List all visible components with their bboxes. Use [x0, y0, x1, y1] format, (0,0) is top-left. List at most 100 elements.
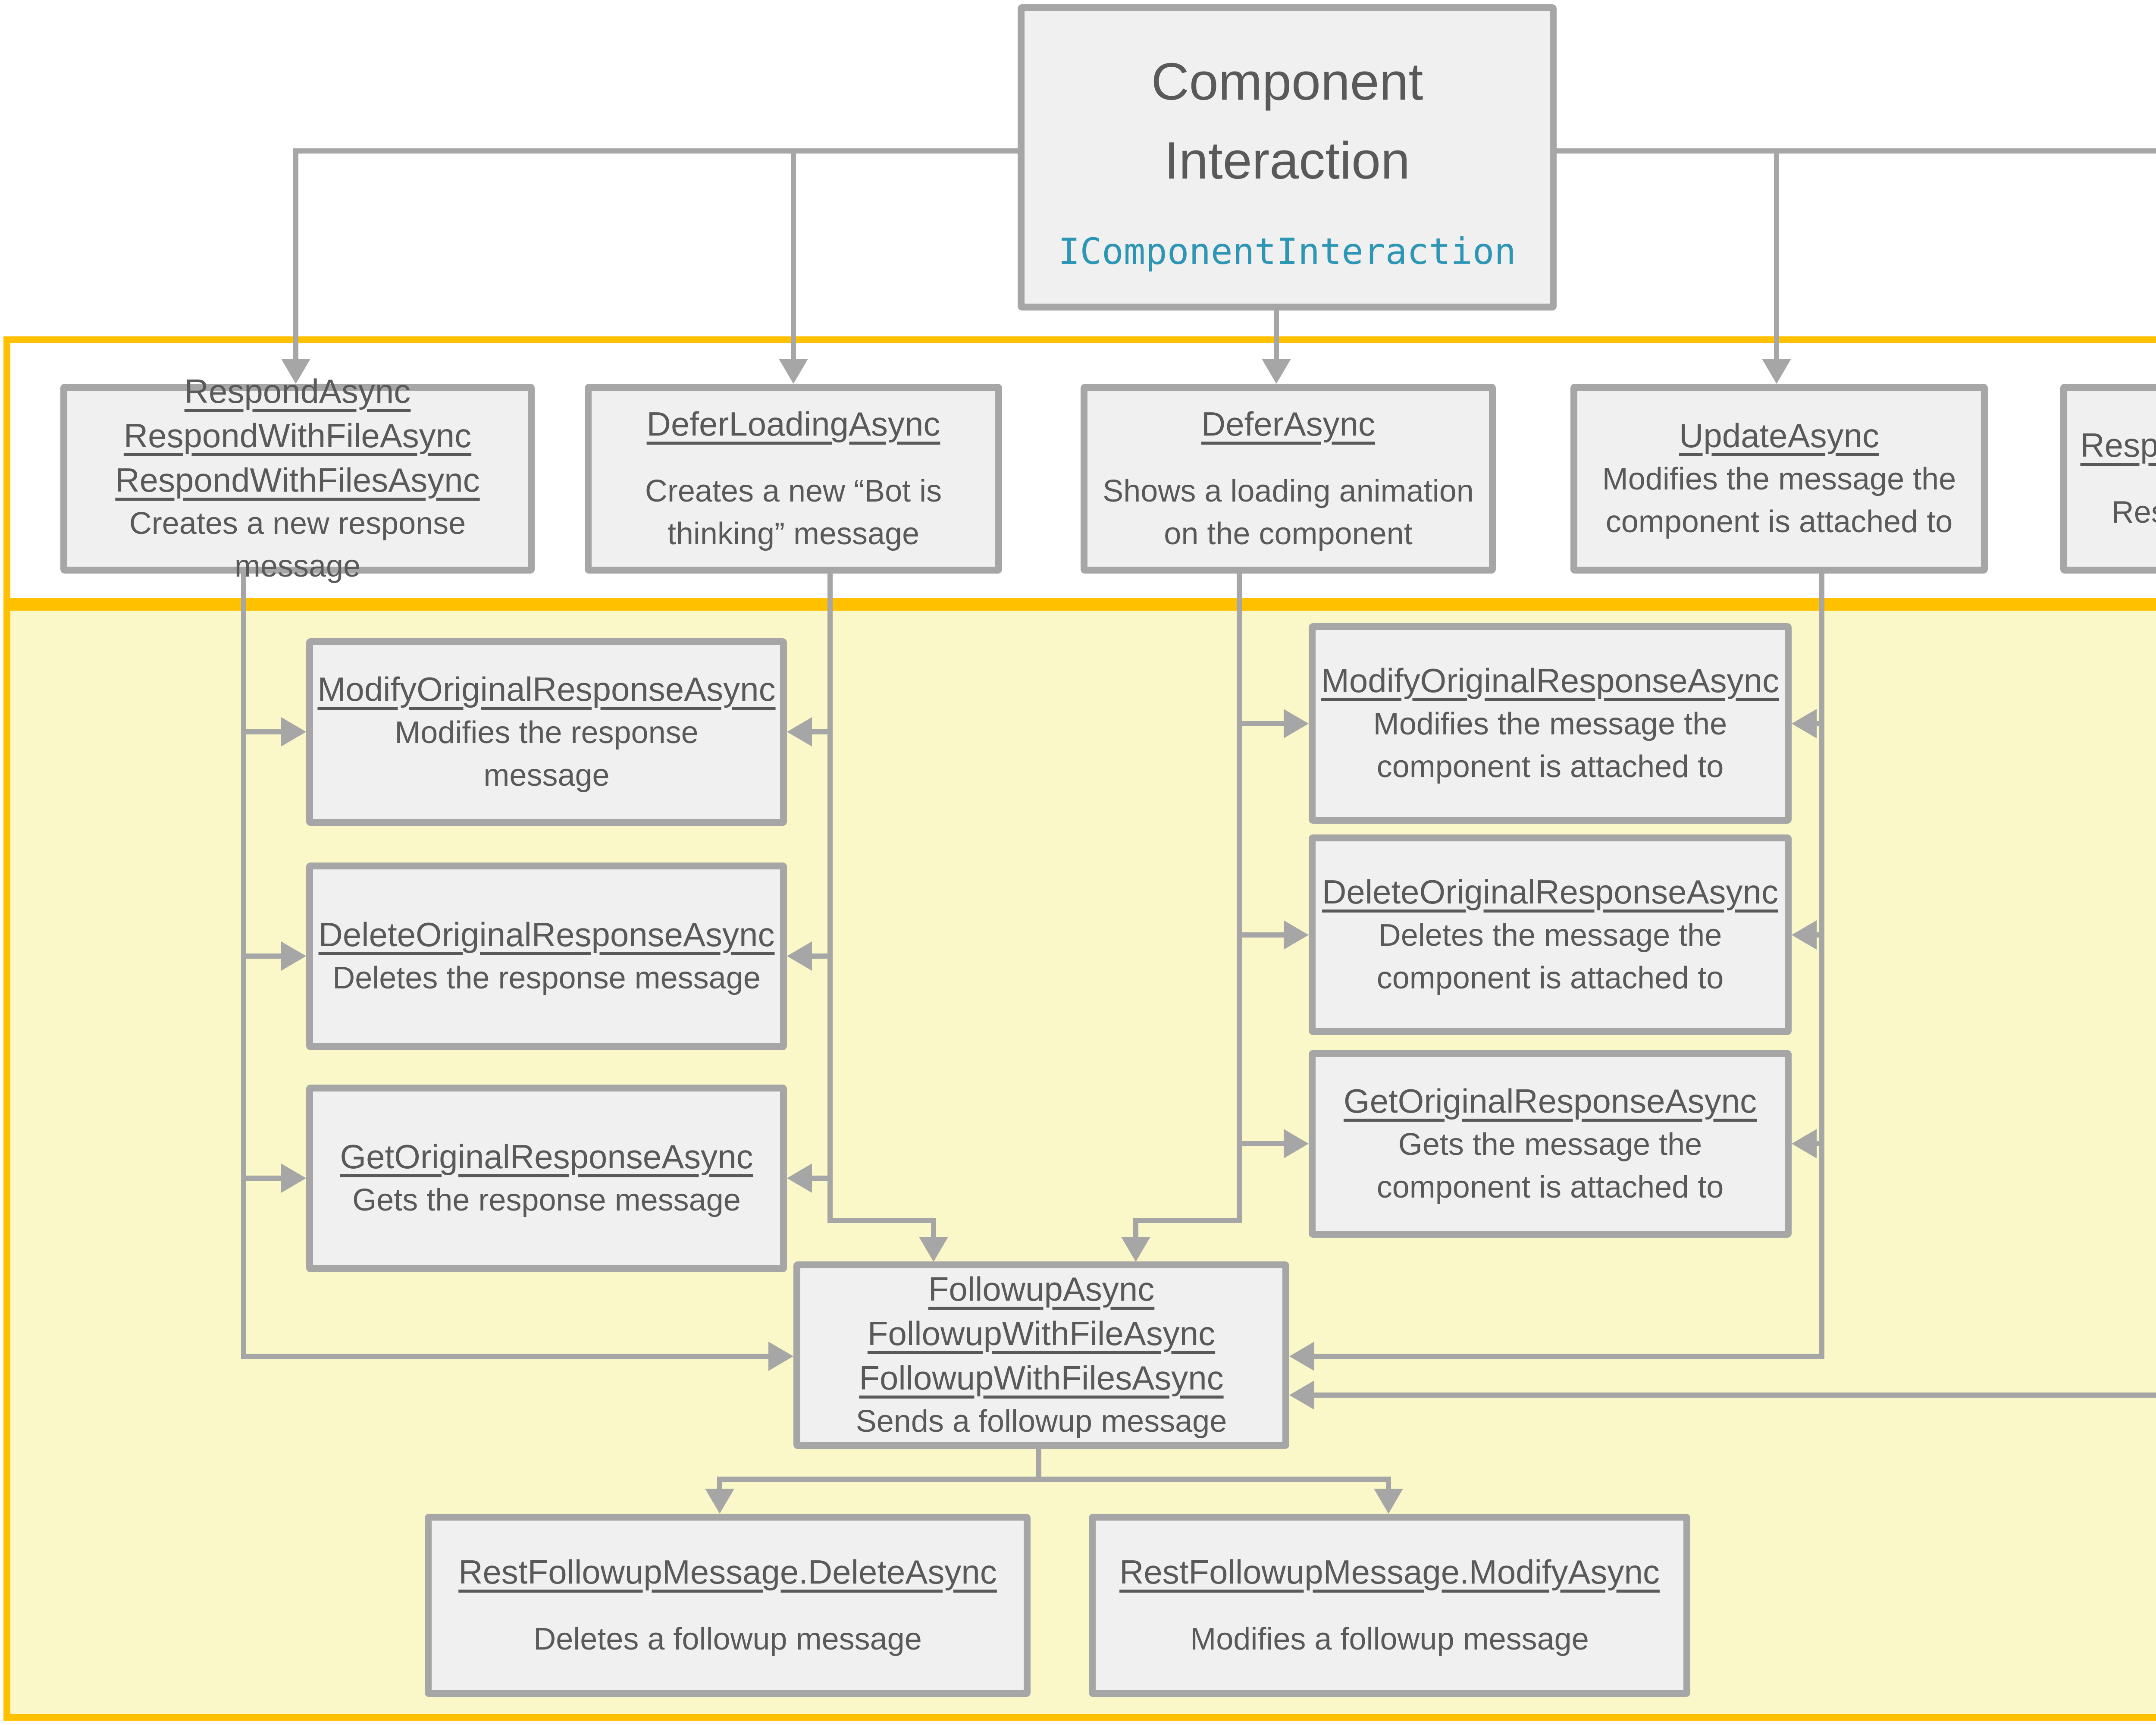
connector: [241, 729, 282, 734]
delete-original-response-mid-node: DeleteOriginalResponseAsync Deletes the …: [1309, 834, 1792, 1035]
node-title: Component Interaction: [1151, 52, 1423, 190]
connector: [809, 729, 833, 734]
connector: [1313, 1393, 2156, 1398]
connector: [809, 1176, 833, 1181]
arrowhead: [787, 1164, 812, 1193]
connector: [1133, 1218, 1138, 1239]
method-description: Modifies the message the component is at…: [1602, 462, 1956, 539]
arrowhead: [1374, 1489, 1403, 1514]
arrowhead: [1284, 920, 1309, 950]
connector: [241, 1176, 282, 1181]
method-name: GetOriginalResponseAsync: [1343, 1082, 1757, 1120]
method-name: GetOriginalResponseAsync: [340, 1138, 753, 1176]
connector: [241, 574, 246, 1359]
respond-with-modal-node: RespondWithModalAsync Responds with a mo…: [2060, 384, 2156, 574]
method-description: Deletes a followup message: [533, 1622, 922, 1656]
connector: [1036, 1449, 1041, 1479]
delete-original-response-left-node: DeleteOriginalResponseAsync Deletes the …: [306, 862, 787, 1050]
rest-followup-modify-node: RestFollowupMessage.ModifyAsync Modifies…: [1089, 1514, 1690, 1697]
method-name: FollowupWithFilesAsync: [859, 1359, 1224, 1397]
arrowhead: [779, 359, 808, 384]
arrowhead: [1792, 1129, 1817, 1158]
connector: [1819, 574, 1824, 1359]
respond-async-node: RespondAsync RespondWithFileAsync Respon…: [60, 372, 535, 583]
connector: [827, 1218, 936, 1223]
connector: [809, 953, 833, 959]
method-description: Modifies a followup message: [1190, 1622, 1589, 1656]
arrowhead: [1289, 1380, 1314, 1410]
arrowhead: [919, 1237, 948, 1262]
method-name: DeleteOriginalResponseAsync: [318, 916, 775, 954]
method-name: DeleteOriginalResponseAsync: [1322, 872, 1778, 911]
arrowhead: [281, 359, 310, 384]
arrowhead: [1284, 709, 1309, 738]
method-description: Responds with a modal: [2111, 495, 2156, 530]
arrowhead: [1262, 359, 1291, 384]
connector: [791, 148, 796, 360]
interface-name: IComponentInteraction: [1058, 230, 1517, 273]
method-description: Gets the response message: [352, 1183, 741, 1218]
connector: [827, 574, 833, 1223]
rest-followup-delete-node: RestFollowupMessage.DeleteAsync Deletes …: [425, 1514, 1031, 1697]
connector: [1237, 932, 1285, 938]
arrowhead: [768, 1342, 793, 1371]
arrowhead: [1284, 1129, 1309, 1158]
arrowhead: [787, 941, 812, 971]
connector: [717, 1477, 1391, 1482]
connector: [241, 1354, 769, 1359]
connector: [1274, 310, 1279, 360]
method-description: Creates a new “Bot is thinking” message: [645, 474, 942, 551]
method-description: Deletes the message the component is att…: [1376, 918, 1724, 995]
method-description: Gets the message the component is attach…: [1376, 1127, 1724, 1204]
method-name: ModifyOriginalResponseAsync: [1321, 661, 1780, 699]
method-name: FollowupAsync: [928, 1270, 1155, 1308]
arrowhead: [1762, 359, 1791, 384]
component-interaction-node: Component Interaction IComponentInteract…: [1018, 4, 1557, 310]
method-name: RespondWithFilesAsync: [115, 461, 480, 499]
arrowhead: [281, 717, 306, 746]
get-original-response-mid-node: GetOriginalResponseAsync Gets the messag…: [1309, 1050, 1792, 1238]
method-name: RespondWithFileAsync: [123, 417, 472, 455]
arrowhead: [787, 717, 812, 746]
connector: [1313, 1354, 1824, 1359]
method-name: RespondAsync: [184, 372, 411, 411]
arrowhead: [1792, 709, 1817, 738]
method-name: UpdateAsync: [1679, 417, 1879, 455]
arrowhead: [281, 941, 306, 971]
followup-async-node: FollowupAsync FollowupWithFileAsync Foll…: [793, 1261, 1289, 1449]
connector: [241, 953, 282, 959]
method-name: ModifyOriginalResponseAsync: [317, 670, 776, 708]
modify-original-response-mid-node: ModifyOriginalResponseAsync Modifies the…: [1309, 623, 1792, 824]
connector: [1774, 148, 1779, 360]
connector: [1237, 721, 1285, 726]
method-description: Shows a loading animation on the compone…: [1103, 474, 1474, 551]
update-async-node: UpdateAsync Modifies the message the com…: [1570, 384, 1988, 574]
defer-async-node: DeferAsync Shows a loading animation on …: [1081, 384, 1496, 574]
method-description: Modifies the message the component is at…: [1373, 706, 1727, 784]
connector: [293, 148, 298, 360]
method-name: DeferAsync: [1201, 405, 1376, 443]
method-name: RestFollowupMessage.ModifyAsync: [1119, 1552, 1660, 1591]
method-description: Creates a new response message: [129, 506, 466, 584]
modify-original-response-left-node: ModifyOriginalResponseAsync Modifies the…: [306, 638, 787, 826]
get-original-response-left-node: GetOriginalResponseAsync Gets the respon…: [306, 1085, 787, 1272]
method-name: RespondWithModalAsync: [2080, 426, 2156, 464]
arrowhead: [705, 1489, 734, 1514]
arrowhead: [1289, 1342, 1314, 1371]
defer-loading-async-node: DeferLoadingAsync Creates a new “Bot is …: [585, 384, 1002, 574]
method-description: Sends a followup message: [856, 1404, 1227, 1439]
connector: [1237, 574, 1242, 1223]
arrowhead: [1121, 1237, 1150, 1262]
arrowhead: [1792, 920, 1817, 950]
method-description: Modifies the response message: [395, 715, 699, 793]
arrowhead: [281, 1164, 306, 1193]
connector: [1138, 1218, 1242, 1223]
method-name: FollowupWithFileAsync: [867, 1314, 1216, 1353]
method-name: DeferLoadingAsync: [646, 405, 940, 443]
connector: [717, 1477, 722, 1491]
method-name: RestFollowupMessage.DeleteAsync: [458, 1552, 997, 1591]
method-description: Deletes the response message: [332, 961, 761, 996]
connector: [1386, 1477, 1391, 1491]
connector: [1237, 1141, 1285, 1146]
